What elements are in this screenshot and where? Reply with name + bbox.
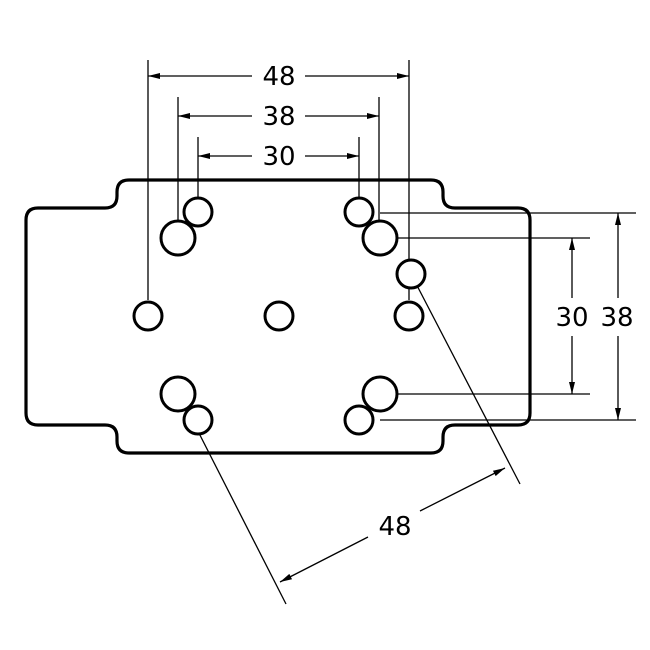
dim-top-48-label: 48 <box>262 62 295 92</box>
dim-top-38-label: 38 <box>262 102 295 132</box>
extension-lines-right <box>380 212 636 421</box>
hole-top-left-small <box>182 196 214 228</box>
hole-right-middle <box>393 300 425 332</box>
hole-top-right-large <box>361 219 399 257</box>
hole-top-left-large <box>159 219 197 257</box>
hole-bottom-left-large <box>159 375 197 413</box>
dimension-lines <box>148 73 621 583</box>
holes <box>132 196 427 436</box>
hole-top-right-small <box>343 196 375 228</box>
dim-right-38-label: 38 <box>600 303 633 333</box>
dim-diagonal-48-label: 48 <box>378 512 411 542</box>
hole-bottom-left-small <box>182 404 214 436</box>
dim-right-30-label: 30 <box>555 303 588 333</box>
dim-top-30-label: 30 <box>262 142 295 172</box>
hole-right-upper <box>395 258 427 290</box>
hole-bottom-right-large <box>361 375 399 413</box>
hole-left-middle <box>132 300 164 332</box>
hole-bottom-right-small <box>343 404 375 436</box>
hole-center <box>263 300 295 332</box>
plate-outline <box>24 178 532 455</box>
extension-lines-diagonal <box>177 273 521 605</box>
